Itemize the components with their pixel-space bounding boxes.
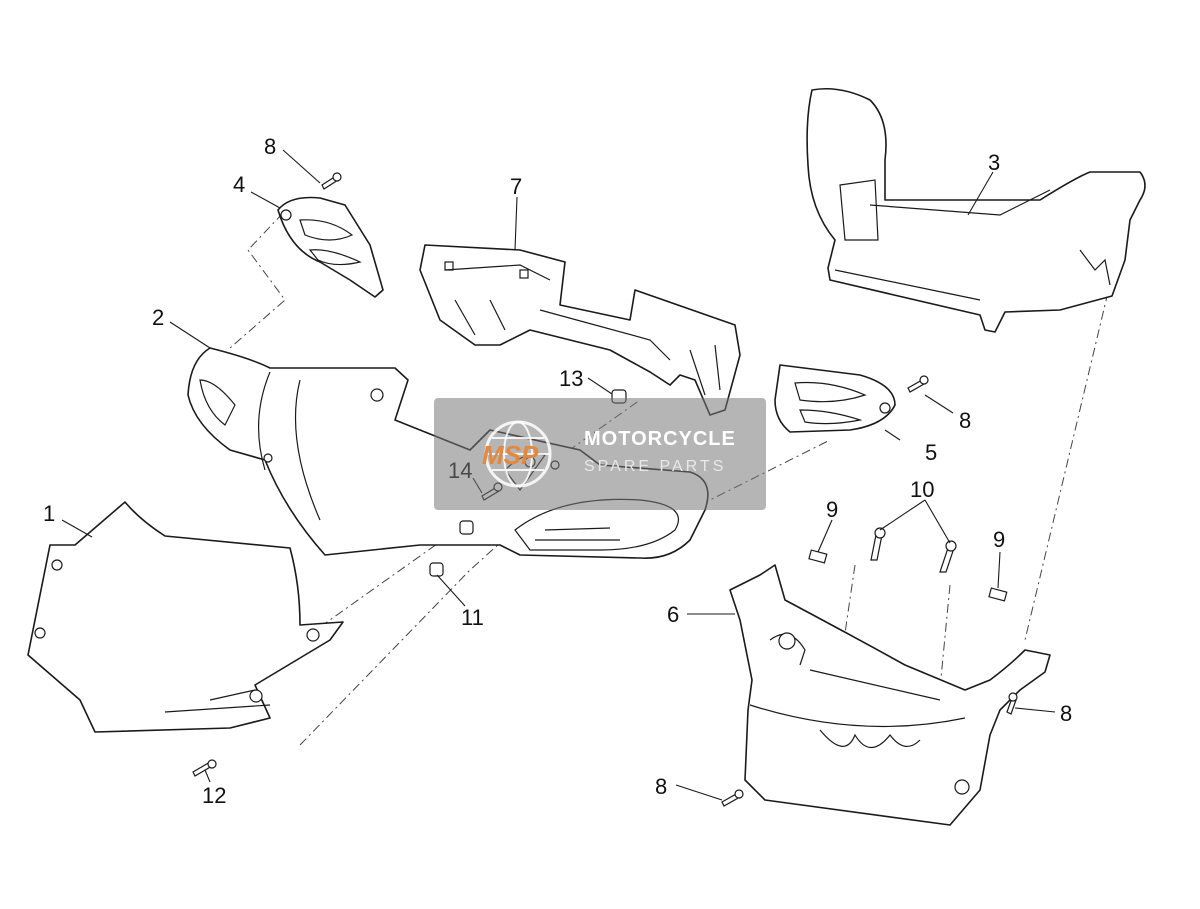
callout-8-lower-right: 8: [1060, 701, 1072, 726]
part-3-rear-cover: [806, 87, 1146, 333]
callout-5: 5: [925, 440, 937, 465]
part-1-front-shield: [27, 501, 344, 733]
watermark-subtitle: SPARE PARTS: [584, 458, 727, 475]
callout-12: 12: [202, 783, 226, 808]
part-6-lower-cover: [729, 564, 1051, 826]
part-7-instrument-housing: [419, 244, 741, 416]
callout-8-right: 8: [959, 408, 971, 433]
callout-4: 4: [233, 172, 245, 197]
callout-11: 11: [461, 605, 484, 630]
callout-7: 7: [510, 174, 522, 199]
callout-13: 13: [559, 366, 583, 391]
callout-8-top: 8: [264, 134, 276, 159]
callout-9-left: 9: [826, 497, 838, 522]
callout-9-right: 9: [993, 527, 1005, 552]
watermark-title: MOTORCYCLE: [584, 428, 736, 450]
callout-1: 1: [43, 501, 55, 526]
callout-2: 2: [152, 305, 164, 330]
callout-8-bottom: 8: [655, 774, 667, 799]
globe-logo-icon: [484, 420, 552, 488]
part-4-left-mirror-base: [277, 196, 384, 298]
leader-lines: [61, 149, 1056, 801]
callout-6: 6: [667, 602, 679, 627]
callout-3: 3: [988, 150, 1000, 175]
part-5-right-mirror-base: [774, 364, 896, 433]
callout-10: 10: [910, 477, 934, 502]
callout-labels: 1 2 3 4 5 6 7 8 8 8 8 9 9 10 11 12 13 14: [43, 134, 1072, 808]
watermark-abbreviation: MSP: [482, 440, 539, 470]
watermark-banner: MSP MOTORCYCLE SPARE PARTS: [434, 398, 766, 510]
